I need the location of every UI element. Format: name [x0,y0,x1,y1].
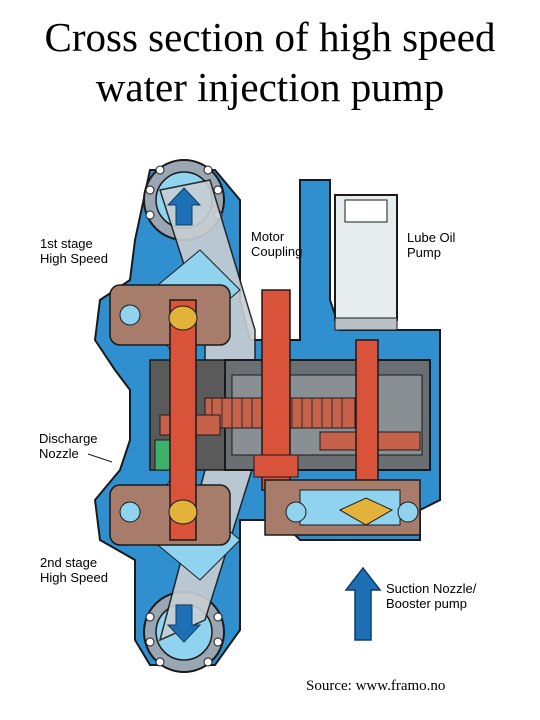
label-lube-oil-pump: Lube Oil Pump [407,230,456,260]
flow-arrows [166,187,202,643]
lube-oil-pump-body [334,194,398,331]
label-1st-stage: 1st stage High Speed [40,236,108,266]
label-discharge-nozzle: Discharge Nozzle [39,431,98,461]
impellers [168,305,198,525]
diagram-title: Cross section of high speed water inject… [0,12,540,112]
title-line-1: Cross section of high speed [44,14,496,60]
discharge-pointer [87,453,113,463]
title-line-2: water injection pump [95,64,445,110]
booster-pump-section [264,479,421,536]
label-motor-coupling: Motor Coupling [251,229,303,259]
suction-arrow [344,566,382,641]
label-suction-nozzle: Suction Nozzle/ Booster pump [386,581,477,611]
label-2nd-stage: 2nd stage High Speed [40,555,108,585]
source-credit: Source: www.framo.no [306,678,446,694]
shafts [169,289,379,541]
